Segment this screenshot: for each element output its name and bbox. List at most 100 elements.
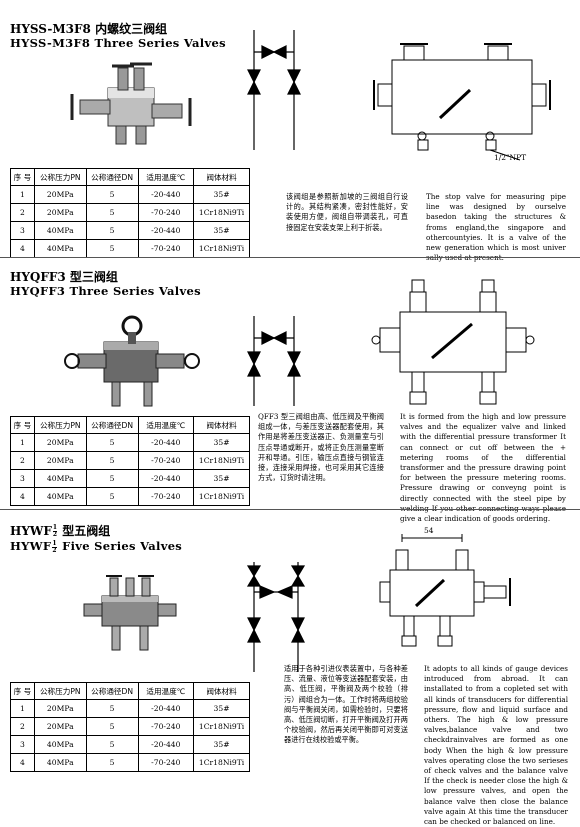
table-header-row: 序 号 公称压力PN 公称通径DN 适用温度℃ 阀体材料	[10, 168, 250, 186]
table-cell: 5	[85, 239, 139, 258]
section-title-cn: HYSS-M3F8 内螺纹三阀组	[10, 22, 168, 36]
table-header-row: 序 号 公称压力PN 公称通径DN 适用温度℃ 阀体材料	[10, 682, 250, 700]
table-cell: 20MPa	[33, 699, 87, 718]
description-cn: QFF3 型三阀组由高、低压阀及平衡阀组成一体，与差压变送器配套使用，其作用是将…	[258, 412, 384, 483]
table-cell: 1Cr18Ni9Ti	[193, 203, 250, 222]
table-header: 阀体材料	[193, 416, 250, 434]
table-cell: -20-440	[137, 185, 195, 204]
description-en: It adopts to all kinds of gauge devices …	[424, 664, 568, 827]
table-cell: 5	[85, 451, 139, 470]
table-cell: 3	[10, 735, 35, 754]
valve-photo	[83, 575, 177, 651]
table-header-row: 序 号 公称压力PN 公称通径DN 适用温度℃ 阀体材料	[10, 416, 250, 434]
table-row: 2 20MPa 5 -70-240 1Cr18Ni9Ti	[10, 203, 250, 222]
title-model: HYWF	[10, 524, 52, 538]
table-cell: 1	[10, 433, 35, 452]
table-cell: -70-240	[137, 753, 195, 772]
table-header: 适用温度℃	[137, 416, 195, 434]
table-cell: 35#	[193, 469, 250, 488]
title-text: 型五阀组	[58, 524, 111, 538]
table-cell: 40MPa	[33, 239, 87, 258]
fraction-numerator: 1	[52, 524, 58, 532]
table-header: 阀体材料	[193, 168, 250, 186]
outline-drawing	[379, 534, 511, 647]
table-cell: 35#	[193, 735, 250, 754]
table-row: 3 40MPa 5 -20-440 35#	[10, 469, 250, 488]
table-header: 公称通径DN	[85, 416, 139, 434]
table-row: 4 40MPa 5 -70-240 1Cr18Ni9Ti	[10, 753, 250, 772]
table-cell: -70-240	[137, 717, 195, 736]
table-cell: 35#	[193, 221, 250, 240]
fraction-denominator: 2	[52, 531, 58, 538]
table-cell: 2	[10, 717, 35, 736]
table-row: 1 20MPa 5 -20-440 35#	[10, 185, 250, 204]
table-cell: 3	[10, 221, 35, 240]
table-cell: 20MPa	[33, 433, 87, 452]
table-cell: 20MPa	[33, 203, 87, 222]
table-cell: 5	[85, 717, 139, 736]
table-cell: 1	[10, 185, 35, 204]
table-header: 序 号	[10, 168, 35, 186]
spec-table: 序 号 公称压力PN 公称通径DN 适用温度℃ 阀体材料 1 20MPa 5 -…	[10, 682, 250, 772]
table-cell: 35#	[193, 185, 250, 204]
table-header: 阀体材料	[193, 682, 250, 700]
title-text: Five Series Valves	[57, 539, 183, 553]
table-header: 适用温度℃	[137, 682, 195, 700]
table-cell: -70-240	[137, 203, 195, 222]
table-cell: 5	[85, 487, 139, 506]
table-cell: -70-240	[137, 451, 195, 470]
table-cell: 5	[85, 469, 139, 488]
schematic-diagram	[246, 562, 306, 672]
table-cell: 20MPa	[33, 717, 87, 736]
section-hyqff3: HYQFF3 型三阀组 HYQFF3 Three Series Valves	[0, 258, 580, 523]
table-cell: 1Cr18Ni9Ti	[193, 753, 250, 772]
table-cell: 40MPa	[33, 487, 87, 506]
table-cell: 5	[85, 699, 139, 718]
section-divider	[0, 257, 580, 258]
table-cell: 1Cr18Ni9Ti	[193, 717, 250, 736]
fraction-numerator: 1	[52, 539, 57, 548]
title-model: HYWF	[10, 539, 52, 553]
table-header: 公称通径DN	[85, 682, 139, 700]
table-row: 3 40MPa 5 -20-440 35#	[10, 221, 250, 240]
table-cell: 5	[85, 221, 139, 240]
spec-table: 序 号 公称压力PN 公称通径DN 适用温度℃ 阀体材料 1 20MPa 5 -…	[10, 416, 250, 506]
table-row: 2 20MPa 5 -70-240 1Cr18Ni9Ti	[10, 717, 250, 736]
table-cell: 2	[10, 203, 35, 222]
section-divider	[0, 509, 580, 510]
table-header: 序 号	[10, 682, 35, 700]
table-cell: -70-240	[137, 239, 195, 258]
table-row: 1 20MPa 5 -20-440 35#	[10, 433, 250, 452]
table-header: 公称压力PN	[33, 682, 87, 700]
table-row: 4 40MPa 5 -70-240 1Cr18Ni9Ti	[10, 239, 250, 258]
table-header: 公称通径DN	[85, 168, 139, 186]
table-cell: 35#	[193, 699, 250, 718]
table-cell: 35#	[193, 433, 250, 452]
description-en: The stop valve for measuring pipe line w…	[426, 192, 566, 263]
table-cell: 4	[10, 239, 35, 258]
table-cell: 40MPa	[33, 753, 87, 772]
table-cell: -20-440	[137, 221, 195, 240]
table-cell: 5	[85, 753, 139, 772]
table-cell: -70-240	[137, 487, 195, 506]
table-cell: -20-440	[137, 469, 195, 488]
section-title-en: HYQFF3 Three Series Valves	[10, 284, 201, 298]
spec-table: 序 号 公称压力PN 公称通径DN 适用温度℃ 阀体材料 1 20MPa 5 -…	[10, 168, 250, 258]
table-cell: 40MPa	[33, 735, 87, 754]
table-cell: -20-440	[137, 735, 195, 754]
table-cell: 4	[10, 487, 35, 506]
dimension-label: 1/2"NPT	[494, 153, 527, 162]
table-header: 序 号	[10, 416, 35, 434]
table-cell: -20-440	[137, 433, 195, 452]
valve-photo	[64, 315, 200, 407]
table-cell: 5	[85, 203, 139, 222]
section-hyss-m3f8: HYSS-M3F8 内螺纹三阀组 HYSS-M3F8 Three Series …	[0, 0, 580, 262]
table-header: 适用温度℃	[137, 168, 195, 186]
table-cell: 3	[10, 469, 35, 488]
schematic-diagram	[247, 30, 301, 150]
table-cell: 1	[10, 699, 35, 718]
table-row: 3 40MPa 5 -20-440 35#	[10, 735, 250, 754]
